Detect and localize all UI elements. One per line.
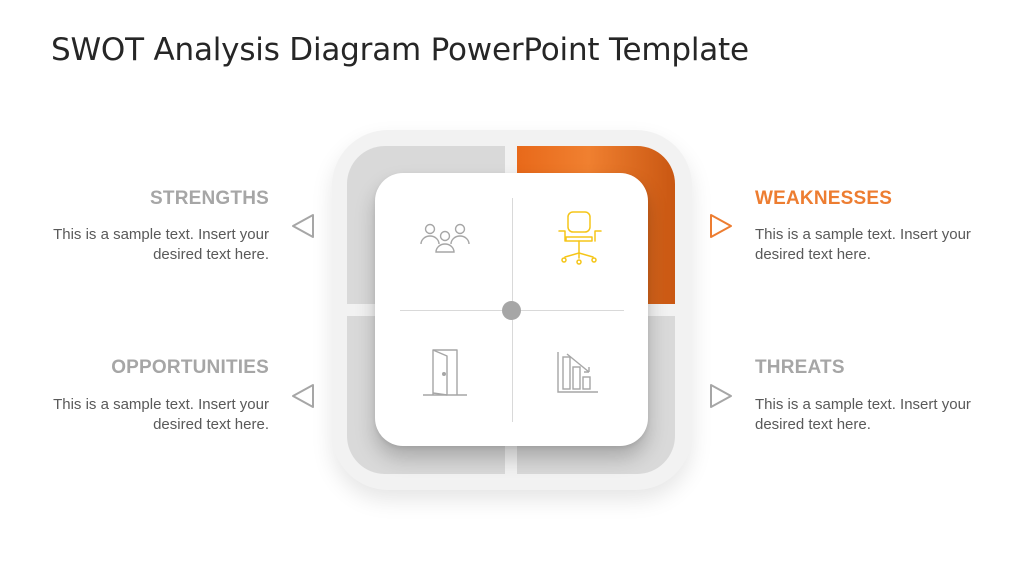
open-door-icon	[423, 349, 467, 396]
weaknesses-triangle-icon	[710, 214, 732, 238]
opportunities-triangle-icon	[292, 384, 314, 408]
threats-triangle-icon	[710, 384, 732, 408]
office-chair-icon	[558, 211, 602, 265]
weaknesses-label: WEAKNESSES	[755, 188, 893, 209]
strengths-text: This is a sample text. Insert your desir…	[53, 226, 269, 263]
threats-label: THREATS	[755, 357, 845, 378]
declining-bar-chart-icon	[557, 352, 598, 393]
threats-text: This is a sample text. Insert your desir…	[755, 396, 971, 433]
opportunities-text: This is a sample text. Insert your desir…	[53, 396, 269, 433]
strengths-triangle-icon	[292, 214, 314, 238]
people-group-icon	[420, 223, 470, 253]
opportunities-label: OPPORTUNITIES	[111, 357, 269, 378]
center-dot	[502, 301, 521, 320]
strengths-label: STRENGTHS	[150, 188, 269, 209]
slide-title: SWOT Analysis Diagram PowerPoint Templat…	[51, 32, 749, 68]
weaknesses-text: This is a sample text. Insert your desir…	[755, 226, 971, 263]
